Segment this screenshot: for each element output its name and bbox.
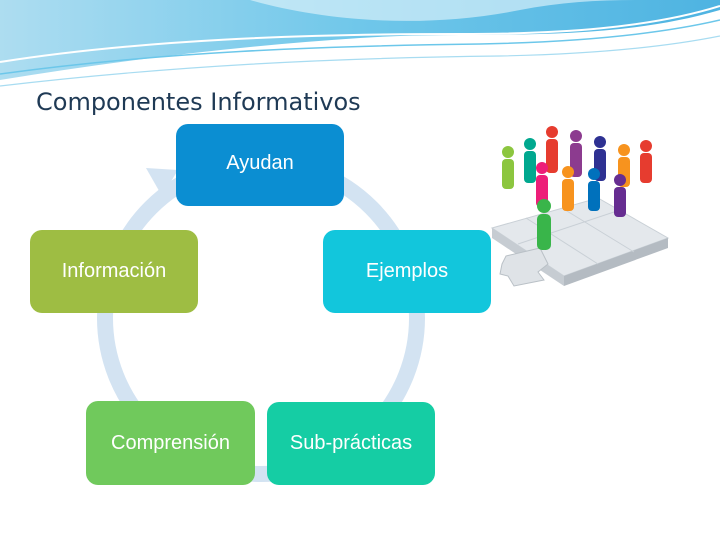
node-label-ejemplos: Ejemplos xyxy=(365,260,449,282)
header-wave-decoration xyxy=(0,0,720,87)
cycle-node-informacion: Información xyxy=(30,230,198,313)
cycle-node-ejemplos: Ejemplos xyxy=(323,230,491,313)
cycle-node-sub-practicas: Sub-prácticas xyxy=(267,402,435,485)
node-label-comprension: Comprensión xyxy=(111,431,230,454)
node-label-informacion: Información xyxy=(61,260,167,282)
teamwork-puzzle-people-icon xyxy=(490,126,670,287)
node-label-sub-practicas: Sub-prácticas xyxy=(289,432,413,454)
slide-title: Componentes Informativos xyxy=(36,88,361,116)
cycle-node-ayudan: Ayudan xyxy=(176,124,344,206)
cycle-arrowhead xyxy=(146,168,178,196)
cycle-node-comprension: Comprensión xyxy=(86,401,255,485)
node-label-ayudan: Ayudan xyxy=(226,152,294,174)
